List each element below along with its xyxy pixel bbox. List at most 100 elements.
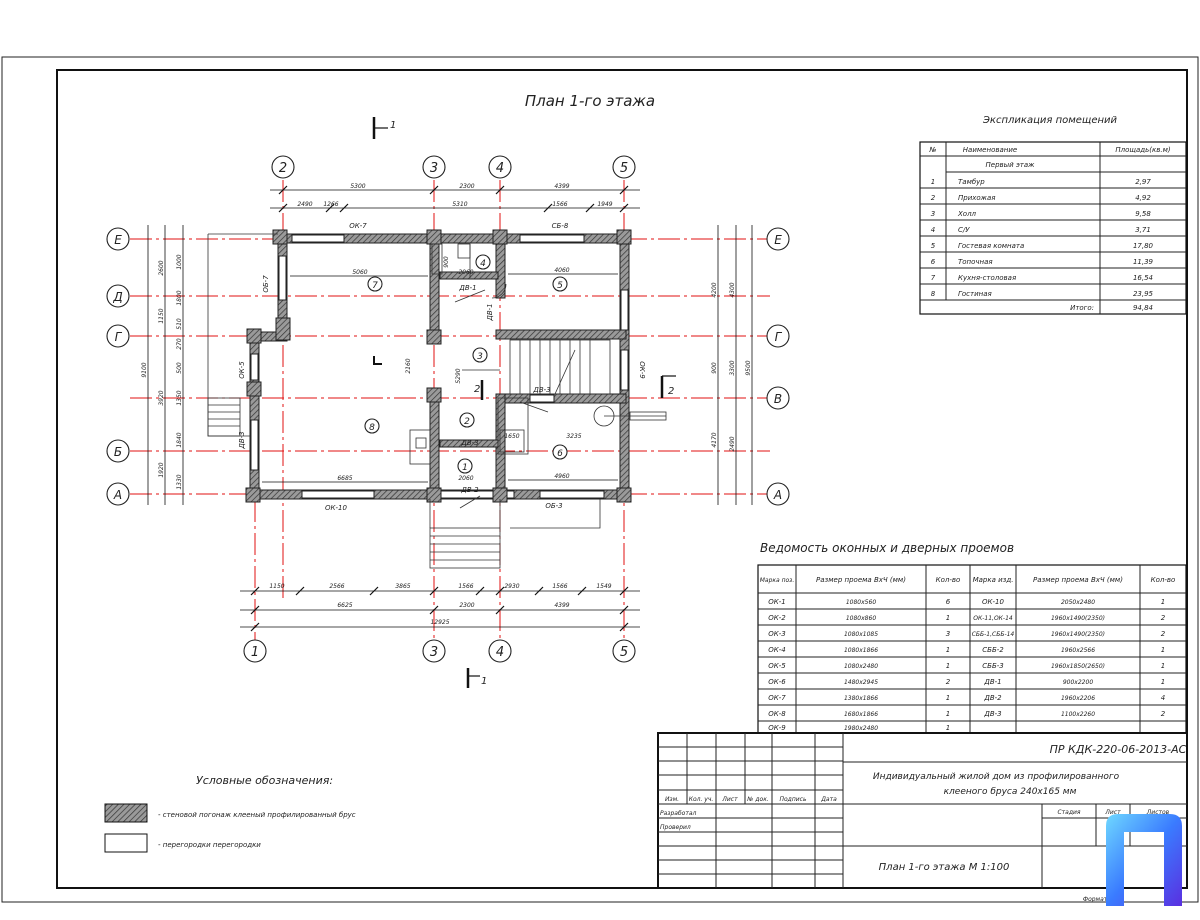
legend-swatch-partition — [104, 833, 148, 853]
svg-text:ОК-11,ОК-14: ОК-11,ОК-14 — [973, 615, 1013, 622]
svg-text:900: 900 — [711, 362, 718, 374]
room-number: 8 — [369, 423, 375, 433]
svg-text:1150: 1150 — [269, 583, 284, 590]
svg-text:94,84: 94,84 — [1133, 304, 1153, 312]
svg-text:1566: 1566 — [552, 201, 567, 208]
axis-bubbles-bottom: 1 3 4 5 — [243, 639, 636, 663]
svg-text:500: 500 — [176, 362, 183, 374]
svg-text:СББ-1,СББ-14: СББ-1,СББ-14 — [972, 631, 1015, 638]
svg-text:9,58: 9,58 — [1135, 210, 1151, 218]
svg-text:Е: Е — [114, 233, 122, 247]
svg-text:1080х1866: 1080х1866 — [844, 647, 878, 654]
svg-text:Кол. уч.: Кол. уч. — [689, 796, 714, 803]
axis-label-4-top: 4 — [496, 161, 504, 176]
axis-label-5-bottom: 5 — [620, 645, 628, 660]
svg-text:1: 1 — [1161, 678, 1165, 686]
svg-text:1960х1490(2350): 1960х1490(2350) — [1051, 615, 1105, 622]
svg-text:- перегородки перегородки: - перегородки перегородки — [158, 841, 261, 849]
svg-text:16,54: 16,54 — [1133, 274, 1153, 282]
svg-text:С/У: С/У — [958, 226, 970, 234]
svg-text:2300: 2300 — [459, 602, 474, 609]
svg-text:1000: 1000 — [176, 254, 183, 269]
openings-rows: ОК-1 1080х560 6 ОК-10 2050х2480 1 ОК-2 1… — [768, 598, 1166, 732]
svg-text:1960х2206: 1960х2206 — [1061, 695, 1095, 702]
svg-text:2: 2 — [1161, 630, 1166, 638]
svg-text:Г: Г — [115, 330, 123, 344]
svg-text:1566: 1566 — [552, 583, 567, 590]
svg-text:ОК-9: ОК-9 — [768, 724, 786, 732]
inner-frame — [56, 69, 1188, 889]
svg-text:3300: 3300 — [729, 360, 736, 375]
svg-text:Стадия: Стадия — [1057, 809, 1080, 816]
svg-text:ОК-6: ОК-6 — [768, 678, 786, 686]
room-number: 1 — [462, 463, 468, 473]
svg-text:1960х2566: 1960х2566 — [1061, 647, 1095, 654]
svg-text:2060: 2060 — [458, 269, 473, 276]
svg-text:Лист: Лист — [721, 796, 738, 803]
axis-lines — [130, 180, 770, 640]
legend-title: Условные обозначения: — [196, 774, 333, 787]
project-name-2: клееного бруса 240х165 мм — [944, 787, 1077, 797]
svg-text:Е: Е — [774, 233, 782, 247]
svg-text:510: 510 — [176, 318, 183, 330]
svg-text:ДВ-3: ДВ-3 — [460, 439, 478, 447]
opening-labels: ОК-7 СБ-8 ОБ-7 ДВ-1 ДВ-1 ДВ-3 ДВ-3 ДВ-2 … — [238, 222, 646, 512]
svg-text:Размер проема ВхЧ (мм): Размер проема ВхЧ (мм) — [1033, 576, 1123, 584]
svg-text:Прихожая: Прихожая — [958, 194, 996, 202]
svg-text:1840: 1840 — [176, 432, 183, 447]
svg-text:ОК-1: ОК-1 — [768, 598, 785, 606]
svg-text:3: 3 — [931, 210, 935, 218]
svg-text:СББ-2: СББ-2 — [982, 646, 1004, 654]
svg-text:А: А — [113, 488, 122, 502]
svg-text:Разработал: Разработал — [660, 810, 697, 817]
logo — [1106, 814, 1182, 906]
svg-text:Тамбур: Тамбур — [958, 178, 985, 186]
svg-text:2: 2 — [474, 384, 480, 395]
svg-text:900х2200: 900х2200 — [1063, 679, 1093, 686]
svg-text:2600: 2600 — [158, 260, 165, 275]
svg-text:Итого:: Итого: — [1070, 304, 1094, 312]
svg-text:Марка поз.: Марка поз. — [760, 577, 795, 584]
svg-text:1480х2945: 1480х2945 — [844, 679, 878, 686]
svg-text:Лист: Лист — [1104, 809, 1121, 816]
svg-text:1960х1850(2650): 1960х1850(2650) — [1051, 663, 1105, 670]
svg-text:Подпись: Подпись — [780, 796, 807, 803]
svg-text:2490: 2490 — [297, 201, 312, 208]
svg-text:4: 4 — [1161, 694, 1165, 702]
svg-text:1920: 1920 — [158, 462, 165, 477]
svg-text:6: 6 — [946, 598, 951, 606]
svg-text:ОК-7: ОК-7 — [768, 694, 786, 702]
svg-text:Топочная: Топочная — [958, 258, 993, 266]
svg-text:4399: 4399 — [554, 183, 569, 190]
svg-text:2: 2 — [668, 386, 674, 397]
svg-text:1100х2260: 1100х2260 — [1061, 711, 1095, 718]
title-block: Изм. Кол. уч. Лист № док. Подпись Дата Р… — [657, 732, 1188, 889]
svg-text:8: 8 — [931, 290, 936, 298]
svg-text:1: 1 — [946, 646, 950, 654]
svg-text:Гостевая комната: Гостевая комната — [958, 242, 1024, 250]
svg-text:ОК-5: ОК-5 — [238, 361, 246, 379]
svg-text:СББ-3: СББ-3 — [982, 662, 1003, 670]
svg-text:1380х1866: 1380х1866 — [844, 695, 878, 702]
svg-text:1080х860: 1080х860 — [846, 615, 876, 622]
svg-text:Дата: Дата — [820, 796, 837, 803]
svg-text:5310: 5310 — [452, 201, 467, 208]
svg-text:3235: 3235 — [566, 433, 581, 440]
svg-text:2: 2 — [1161, 710, 1166, 718]
svg-text:1980х2480: 1980х2480 — [844, 725, 878, 732]
svg-text:5290: 5290 — [455, 368, 462, 383]
svg-text:А: А — [773, 488, 782, 502]
svg-text:12925: 12925 — [430, 619, 449, 626]
openings-title: Ведомость оконных и дверных проемов — [760, 541, 1014, 555]
svg-text:Размер проема ВхЧ (мм): Размер проема ВхЧ (мм) — [816, 576, 906, 584]
doc-code: ПР КДК-220-06-2013-АС — [1050, 743, 1187, 756]
dimension-lines-bottom: 1150 2566 3865 1566 2930 1566 1549 6625 … — [240, 583, 640, 632]
room-number: 4 — [480, 259, 486, 269]
svg-text:Кол-во: Кол-во — [936, 576, 961, 584]
svg-text:1: 1 — [946, 710, 950, 718]
svg-text:Г: Г — [775, 330, 783, 344]
svg-text:Наименование: Наименование — [963, 146, 1017, 154]
floor-plan-walls — [245, 229, 632, 503]
svg-text:ОК-10: ОК-10 — [982, 598, 1004, 606]
